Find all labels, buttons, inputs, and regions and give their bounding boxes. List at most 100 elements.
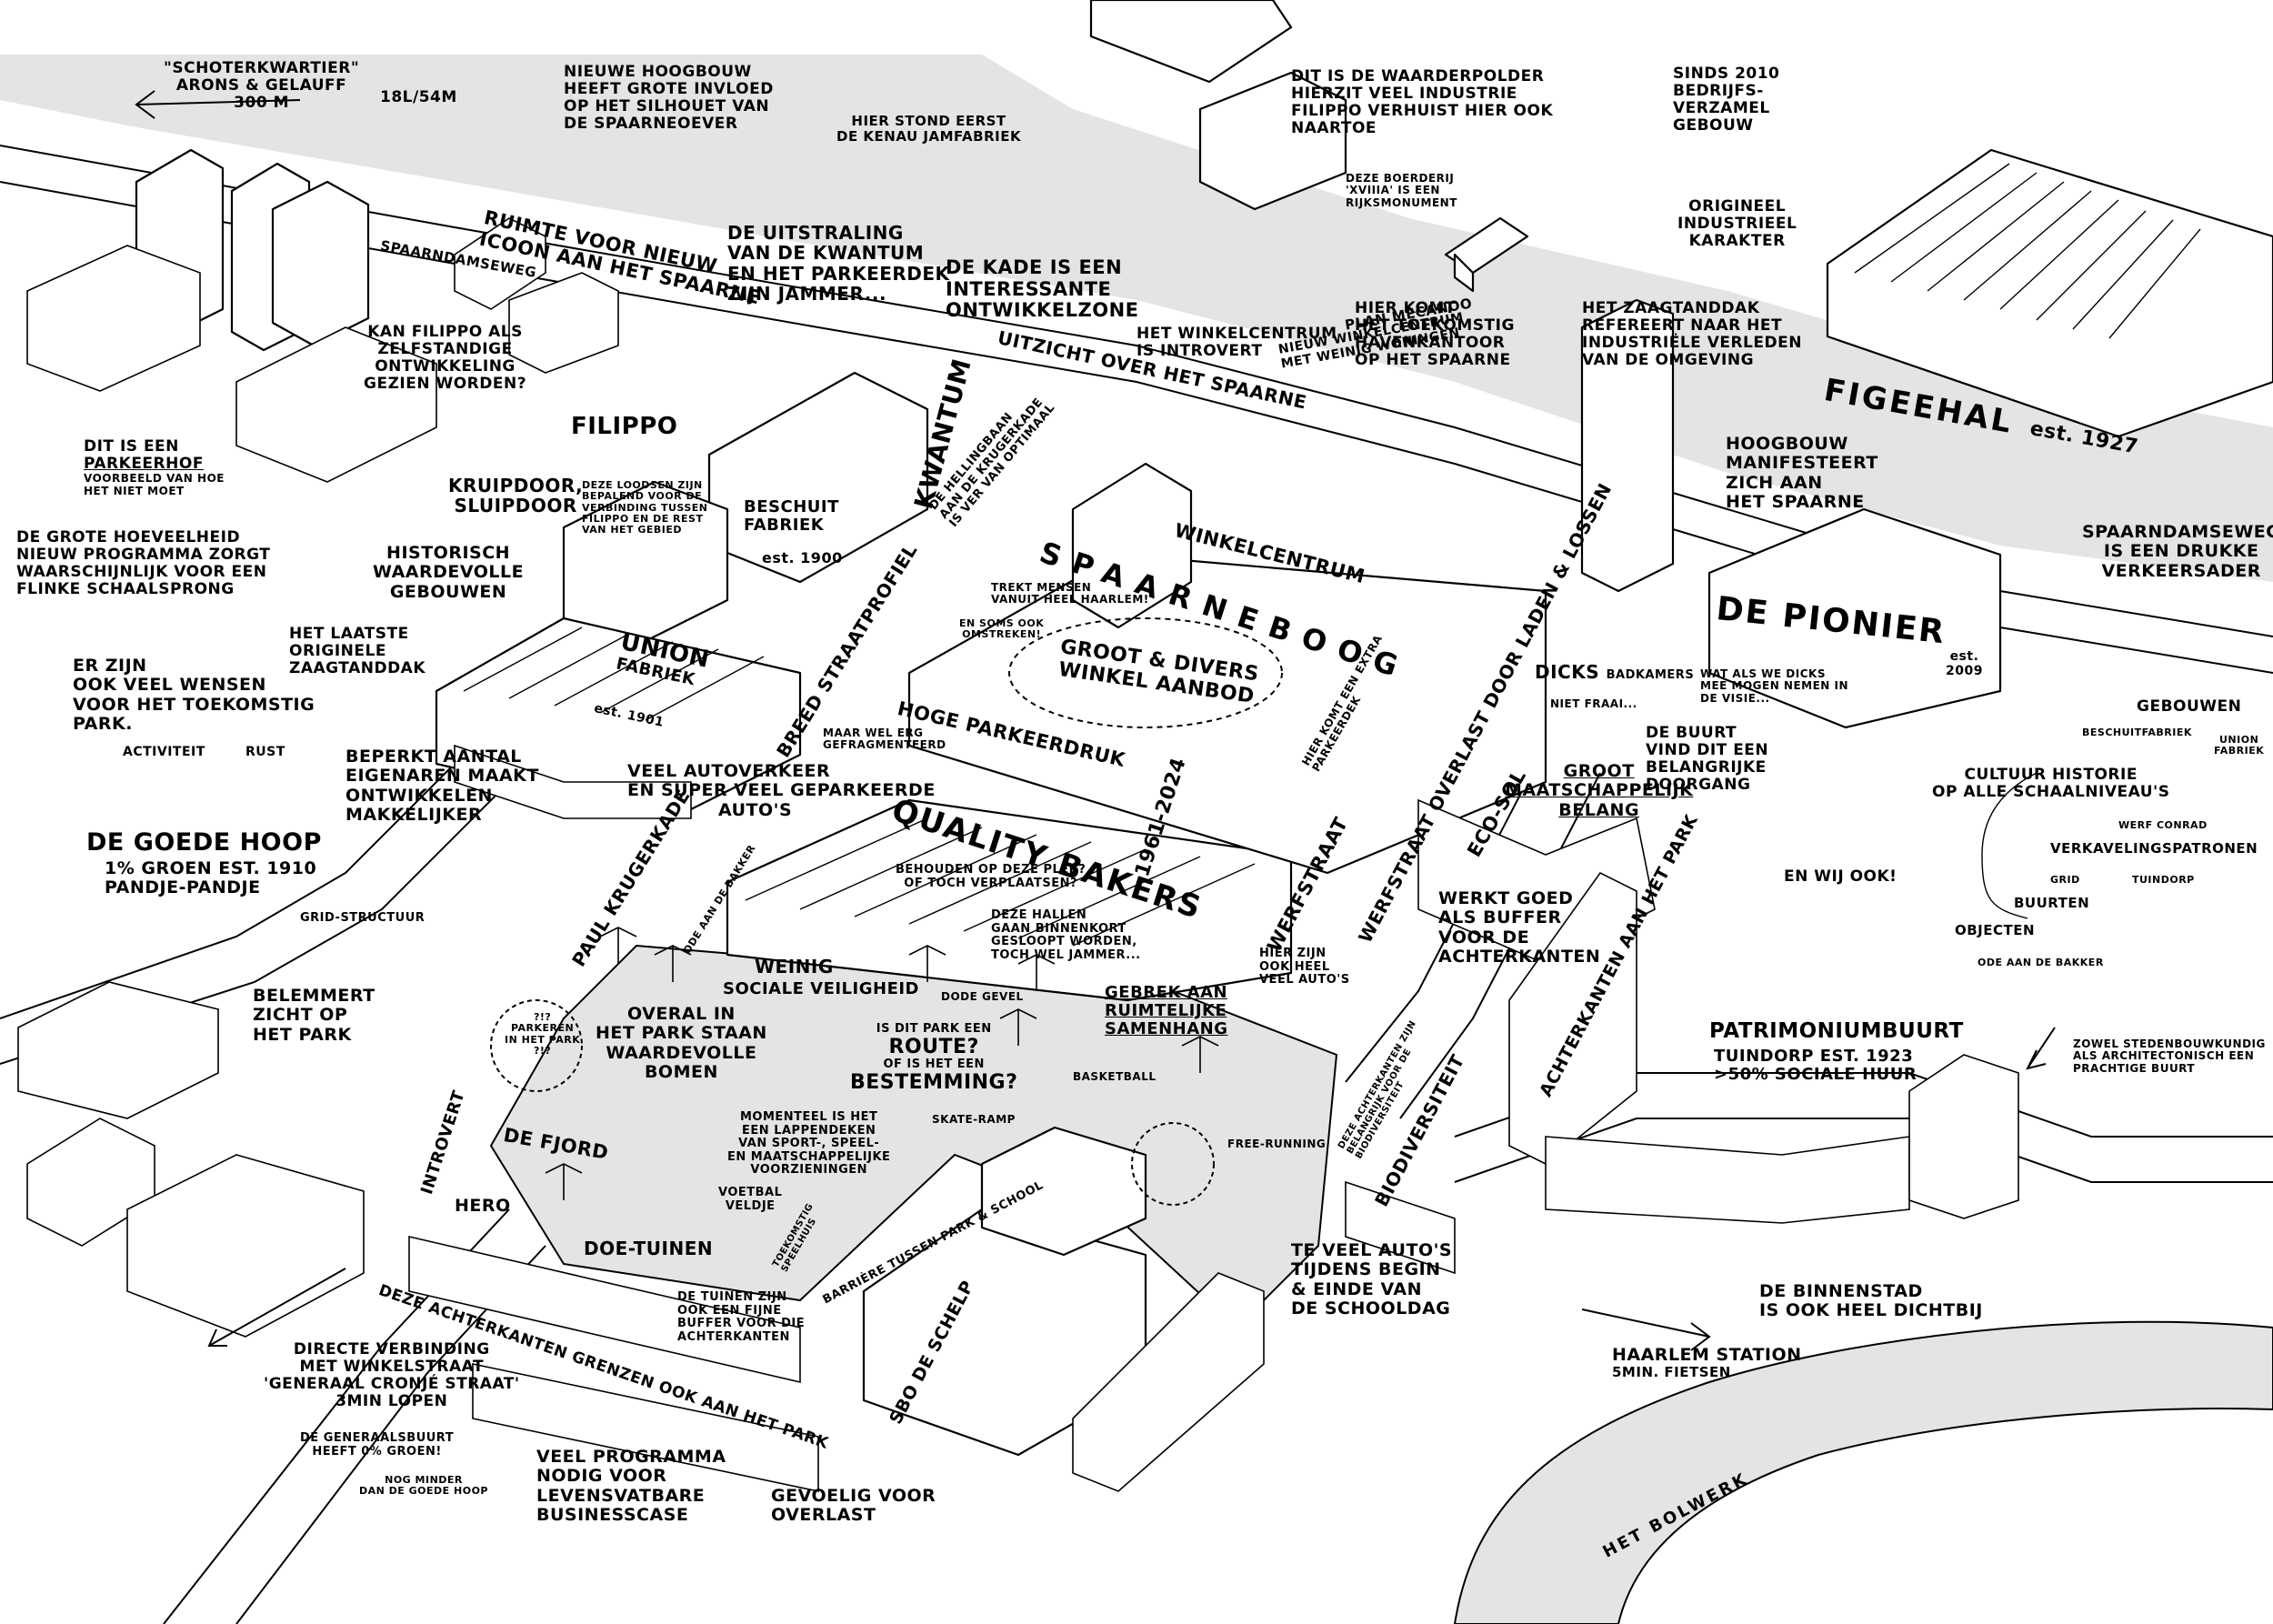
label-barriere: BARRIÈRE TUSSEN PARK & SCHOOL [820, 1178, 1046, 1308]
arrow-cronje [207, 1268, 346, 1347]
label-skate-ramp: SKATE-RAMP [932, 1113, 1016, 1126]
label-union-est: est. 1901 [592, 701, 666, 730]
arrow-schoterkwartier [135, 90, 301, 119]
label-hero: HERO [455, 1196, 511, 1216]
groot-divers-callout [1008, 617, 1283, 728]
label-de-fjord: DE FJORD [502, 1124, 611, 1164]
label-kruipdoor: KRUIPDOOR,SLUIPDOOR [448, 475, 584, 517]
farmhouse [1444, 216, 1529, 293]
label-behouden: BEHOUDEN OP DEZE PLEK?OF TOCH VERPLAATSE… [896, 863, 1086, 890]
label-patrimoniumbuurt: PATRIMONIUMBUURT [1709, 1019, 1964, 1043]
label-werfstraat-overlast: WERFSTRAAT OVERLAST DOOR LADEN & LOSSEN [1354, 479, 1617, 947]
label-buurten: BUURTEN [2014, 895, 2090, 911]
label-ode-bakker-road: ODE AAN DE BAKKER [681, 842, 758, 957]
quality-bakers-building [726, 798, 1293, 1002]
arrow-patrimonium [2026, 1027, 2056, 1070]
label-introvert: INTROVERT [417, 1088, 469, 1198]
label-rust: RUST [245, 745, 285, 759]
label-sociale-veiligheid: SOCIALE VEILIGHEID [723, 979, 919, 998]
label-tuindorp-info: TUINDORP est. 1923>50% SOCIALE HUUR [1714, 1047, 1918, 1085]
label-figeehal: FIGEEHAL [1821, 372, 2017, 441]
label-tuindorp-small: TUINDORP [2132, 874, 2195, 886]
label-grid: GRID [2050, 874, 2080, 886]
label-winkelcentrum: WINKELCENTRUM [1172, 519, 1367, 588]
label-beschuit-est: est. 1900 [762, 549, 843, 566]
label-gebouwen: GEBOUWEN [2137, 697, 2242, 716]
top-industry [1089, 0, 1347, 211]
park-trees [545, 927, 1219, 1200]
school-buildings [862, 1126, 1147, 1457]
spaarne-water [0, 55, 2273, 582]
label-doe-tuinen: DOE-TUINEN [584, 1238, 714, 1259]
label-ode-bakker: ODE AAN DE BAKKER [1978, 957, 2104, 968]
label-weinig: WEINIG [755, 956, 834, 977]
label-boerderij: DEZE BOERDERIJ'XVIIIa' IS EENRIJKSMONUME… [1346, 172, 1457, 209]
parkeren-callout [490, 999, 583, 1092]
patrimonium-houses [1545, 1054, 2019, 1224]
arrow-station [1581, 1308, 1711, 1351]
label-filippo: FILIPPO [571, 413, 678, 440]
label-werfstraat: WERFSTRAAT [1263, 813, 1353, 956]
label-het-bolwerk: HET BOLWERK [1599, 1469, 1752, 1562]
label-de-pionier: DE PIONIER [1714, 590, 1948, 652]
label-quality-years: 1961-2024 [1131, 755, 1191, 880]
label-free-running: FREE-RUNNING [1227, 1138, 1327, 1150]
label-activiteit: ACTIVITEIT [123, 745, 205, 759]
kwantum-building [562, 371, 929, 647]
label-basketball: BASKETBALL [1073, 1070, 1157, 1083]
figeehal-building [1826, 148, 2273, 438]
label-verkavelingspatronen: VERKAVELINGSPATRONEN [2050, 840, 2258, 857]
